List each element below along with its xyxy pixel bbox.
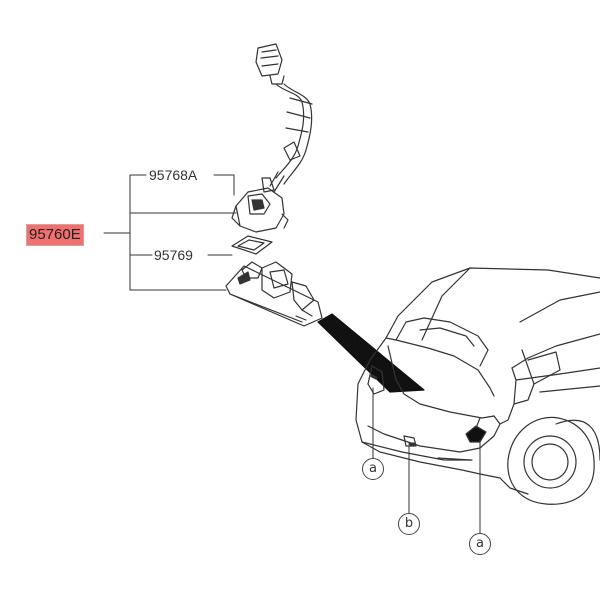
callout-right: a xyxy=(469,533,491,555)
callout-center: b xyxy=(398,513,420,535)
wiring-harness-cable xyxy=(269,83,313,193)
callout-leaders xyxy=(372,387,481,534)
leader-lines xyxy=(103,174,237,291)
wiring-harness-connector xyxy=(255,43,285,85)
part-number-assembly[interactable]: 95760E xyxy=(26,224,84,246)
part-number-bracket[interactable]: 95768A xyxy=(148,167,199,183)
camera-bracket-part xyxy=(231,177,289,233)
callout-left: a xyxy=(362,458,384,480)
location-arrow xyxy=(317,313,425,393)
part-number-gasket[interactable]: 95769 xyxy=(153,247,194,263)
vehicle-rear-view xyxy=(355,267,600,505)
gasket-part xyxy=(231,235,273,255)
lamp-housing-part xyxy=(225,261,323,327)
